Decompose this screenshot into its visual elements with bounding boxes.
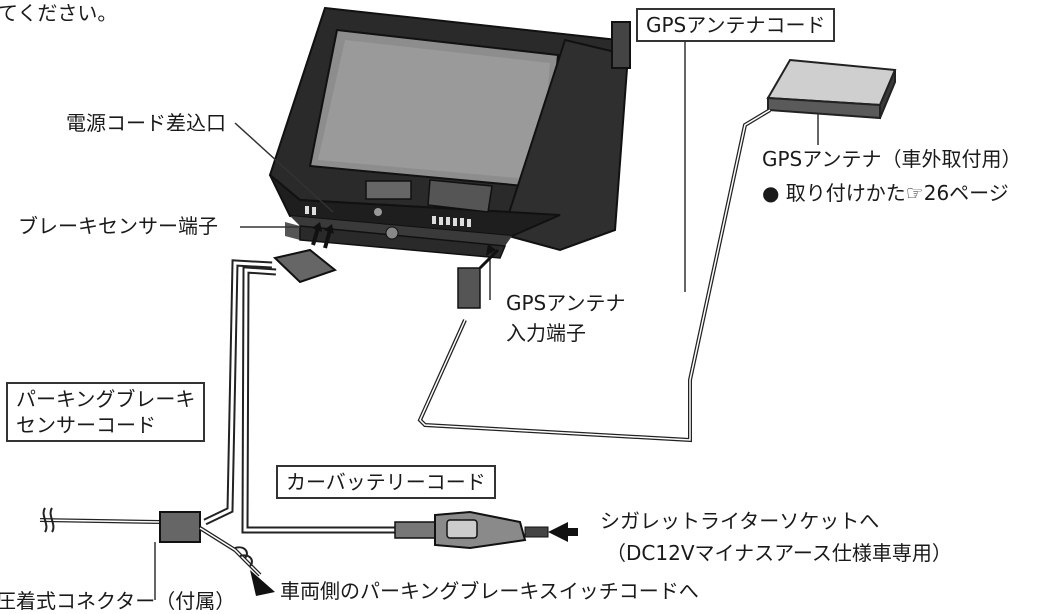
parking-brake-cord-label-line1: パーキングブレーキ bbox=[16, 387, 196, 411]
gps-input-terminal-label-line1: GPSアンテナ bbox=[506, 291, 626, 315]
navigation-unit bbox=[268, 6, 631, 259]
cigarette-plug bbox=[394, 510, 578, 550]
gps-plug bbox=[457, 267, 481, 309]
gps-antenna-cord-box: GPSアンテナコード bbox=[636, 8, 836, 42]
gps-antenna-cord-label: GPSアンテナコード bbox=[646, 13, 826, 37]
speaker-grille bbox=[427, 179, 493, 213]
gps-antenna-label: GPSアンテナ（車外取付用） bbox=[762, 147, 1022, 171]
gps-mount-reference: ● 取り付けかた☞26ページ bbox=[762, 181, 1009, 205]
brake-plug bbox=[272, 248, 338, 284]
vehicle-brake-cord-label: 車両側のパーキングブレーキスイッチコードへ bbox=[280, 579, 699, 603]
crimp-connector-label: 圧着式コネクター（付属） bbox=[0, 589, 236, 613]
car-battery-cord-label: カーバッテリーコード bbox=[286, 470, 486, 494]
vehicle-arrow bbox=[250, 570, 275, 596]
gps-input-terminal-label-line2: 入力端子 bbox=[506, 321, 586, 345]
antenna-knob bbox=[611, 21, 631, 69]
parking-brake-cord-box: パーキングブレーキ センサーコード bbox=[6, 382, 206, 442]
parking-brake-cord-label-line2: センサーコード bbox=[16, 413, 156, 437]
top-fragment-text: てください。 bbox=[0, 1, 118, 25]
cigarette-socket-label-line2: （DC12Vマイナスアース仕様車専用） bbox=[606, 541, 952, 565]
brake-sensor-terminal-label: ブレーキセンサー端子 bbox=[18, 214, 218, 238]
gps-antenna-module bbox=[766, 58, 897, 120]
power-cord-inlet-label: 電源コード差込口 bbox=[66, 111, 226, 135]
cigarette-socket-label-line1: シガレットライターソケットへ bbox=[600, 509, 880, 533]
crimp-connector bbox=[159, 511, 201, 543]
car-battery-cord-box: カーバッテリーコード bbox=[276, 465, 496, 499]
